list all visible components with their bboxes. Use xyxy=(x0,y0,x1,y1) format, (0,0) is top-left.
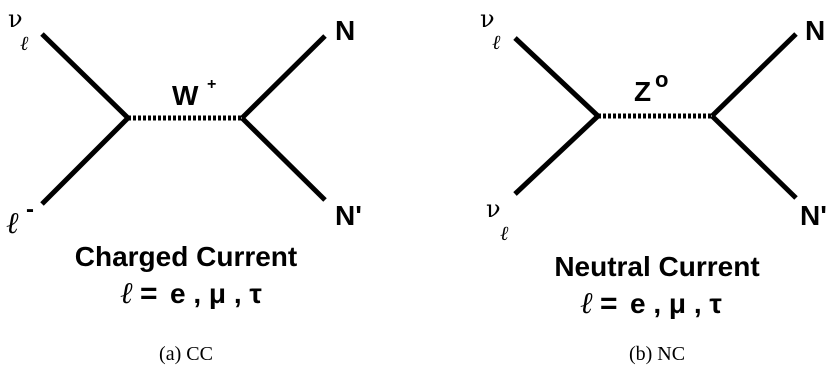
lepton-flavors: e , μ , τ xyxy=(170,278,262,309)
lepton-flavors: e , μ , τ xyxy=(630,288,722,319)
figure-caption: (b) NC xyxy=(629,343,685,365)
nucleon-in-line xyxy=(710,32,798,118)
neutrino-out-subscript: ℓ xyxy=(500,221,509,245)
nucleon-out-label: N' xyxy=(800,200,827,231)
boson-charge: o xyxy=(655,67,668,92)
neutrino-subscript: ℓ xyxy=(492,30,501,54)
boson-charge: + xyxy=(207,76,216,93)
equals-sign: = xyxy=(600,287,618,320)
lepton-var: ℓ xyxy=(580,286,593,321)
diagram-title: Neutral Current xyxy=(554,251,759,282)
outgoing-neutrino-line xyxy=(513,114,600,196)
lepton-var: ℓ xyxy=(120,276,133,311)
lepton-symbol: ℓ xyxy=(6,206,19,241)
nucleon-out-label: N' xyxy=(335,200,362,231)
equals-sign: = xyxy=(140,277,158,310)
panel-charged-current: ν ℓ ℓ - W + N N' Charged Current ℓ = e ,… xyxy=(6,5,362,365)
lepton-charge: - xyxy=(26,196,34,223)
diagram-title: Charged Current xyxy=(75,241,297,272)
nucleon-out-line xyxy=(710,114,798,200)
neutrino-symbol: ν xyxy=(480,5,495,33)
figure-caption: (a) CC xyxy=(159,343,213,365)
panel-neutral-current: ν ℓ ν ℓ Z o N N' Neutral Current ℓ = e ,… xyxy=(480,5,827,365)
boson-symbol: W xyxy=(172,80,199,111)
nucleon-in-label: N xyxy=(335,15,355,46)
nucleon-in-label: N xyxy=(805,15,825,46)
boson-symbol: Z xyxy=(634,76,651,107)
nucleon-out-line xyxy=(240,116,327,202)
neutrino-subscript: ℓ xyxy=(20,31,29,55)
incoming-neutrino-line xyxy=(513,36,600,118)
neutrino-out-symbol: ν xyxy=(486,195,501,223)
outgoing-lepton-line xyxy=(40,116,130,206)
neutrino-symbol: ν xyxy=(8,5,23,33)
incoming-neutrino-line xyxy=(40,32,130,120)
nucleon-in-line xyxy=(240,34,327,120)
